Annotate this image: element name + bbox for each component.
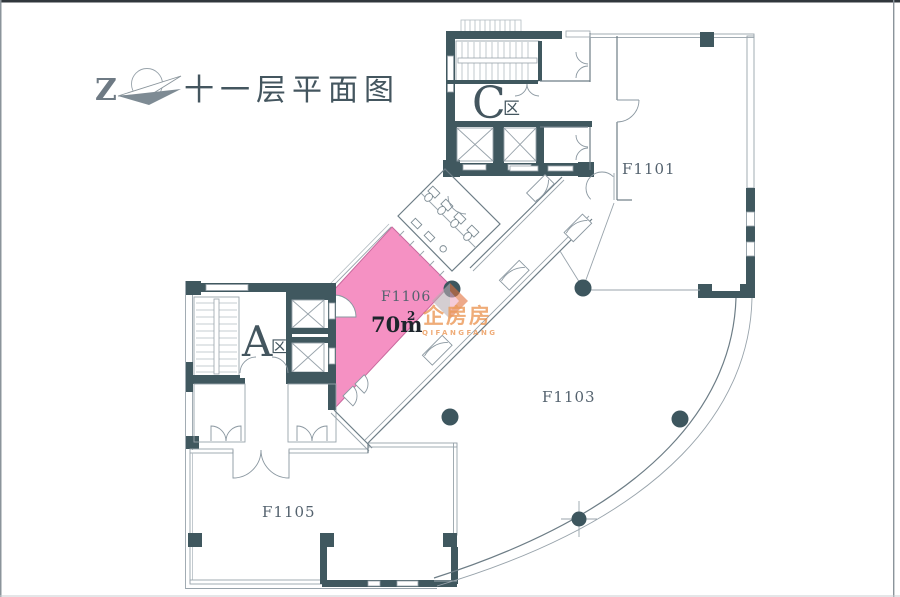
page-title: 十一层平面图 (184, 73, 400, 108)
zone-c-block: C 区 (443, 19, 594, 177)
room-f1105-label: F1105 (262, 503, 316, 521)
zone-a-label: A (241, 317, 273, 366)
unit-f1106-area-sup: 2 (407, 309, 415, 323)
door-arc (239, 356, 289, 374)
room-f1103: F1103 (433, 297, 753, 587)
elevators-a (286, 292, 336, 410)
elevators-c (446, 121, 592, 176)
door-arc (354, 374, 369, 394)
door-arc (616, 99, 640, 123)
door-bump (421, 334, 453, 366)
storage-rooms-a (186, 378, 337, 443)
room-f1103-label: F1103 (542, 388, 596, 406)
zone-a-block: A 区 (185, 281, 373, 589)
washroom-block (397, 168, 501, 272)
zone-c-label: C (472, 78, 506, 129)
door-arc (342, 385, 358, 407)
watermark-subtext: QIFANGFANG (422, 329, 498, 337)
zone-c-suffix: 区 (503, 99, 520, 119)
door-bump (498, 259, 530, 291)
door-bump (563, 213, 593, 243)
door-arc (232, 449, 290, 479)
stairs-c (455, 40, 540, 82)
room-f1101: F1101 (582, 32, 755, 298)
column-marker (561, 501, 597, 537)
door-arc (514, 83, 540, 97)
watermark-text: 企房房 (422, 304, 492, 328)
watermark: 企房房 QIFANGFANG (422, 283, 498, 337)
zone-a-suffix: 区 (271, 337, 287, 356)
north-compass-icon: Z (95, 68, 182, 108)
unit-f1106-label: F1106 (381, 289, 431, 305)
annex-rooms-c (540, 33, 591, 170)
room-f1101-label: F1101 (622, 160, 676, 178)
stairs-a (193, 296, 240, 377)
compass-letter: Z (95, 73, 117, 108)
door-bump (525, 173, 555, 203)
corridor (364, 171, 614, 444)
unit-f1106-area: 70m (371, 312, 422, 337)
room-f1105: F1105 (185, 442, 458, 589)
door-arc (585, 171, 614, 200)
watermark-logo-icon (432, 283, 468, 319)
